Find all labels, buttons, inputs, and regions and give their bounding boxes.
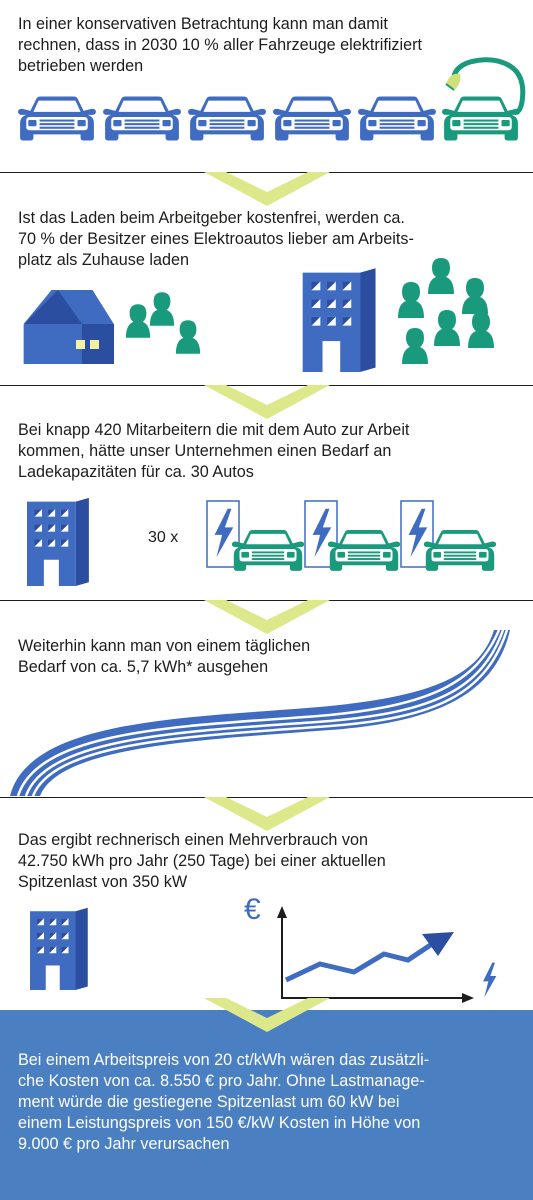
section-3-text: Bei knapp 420 Mitarbeitern die mit dem A… [18, 421, 410, 481]
office-building-icon [27, 497, 89, 586]
section-4-text: Weiterhin kann man von einem täglichen B… [18, 637, 311, 676]
chevron-down-icon [204, 998, 330, 1032]
divider [0, 600, 533, 601]
car-icon [188, 96, 266, 141]
office-building-icon [30, 907, 88, 990]
multiplier-label: 30 x [148, 529, 179, 546]
chevron-down-icon [204, 385, 330, 419]
electric-car-icon [327, 530, 401, 571]
trend-arrow-icon [277, 906, 474, 1003]
charging-station-icon [400, 500, 434, 568]
euro-icon: € [244, 893, 261, 926]
divider [0, 797, 533, 798]
car-icon [273, 96, 351, 141]
conclusion-panel: Bei einem Arbeitspreis von 20 ct/kWh wär… [0, 1010, 533, 1200]
plug-icon [445, 57, 526, 115]
divider [0, 172, 533, 173]
road-icon [10, 629, 510, 797]
electric-car-icon [231, 530, 305, 571]
section-2-text: Ist das Laden beim Arbeitgeber kostenfre… [18, 209, 414, 269]
car-icon [103, 96, 181, 141]
lightning-icon [483, 962, 497, 998]
chevron-down-icon [204, 172, 330, 206]
people-icon [398, 258, 494, 364]
section-1-text: In einer konservativen Betrachtung kann … [18, 15, 423, 75]
divider [0, 385, 533, 386]
car-icon [18, 96, 96, 141]
section-5-text: Das ergibt rechnerisch einen Mehrverbrau… [18, 831, 386, 891]
charging-station-icon [206, 500, 240, 568]
house-icon [23, 290, 114, 364]
electric-car-icon [423, 530, 497, 571]
people-icon [125, 292, 201, 354]
chevron-down-icon [204, 797, 330, 831]
charging-station-icon [304, 500, 338, 568]
office-building-icon [302, 268, 376, 372]
car-icon [358, 96, 436, 141]
conclusion-text: Bei einem Arbeitspreis von 20 ct/kWh wär… [18, 1051, 430, 1153]
